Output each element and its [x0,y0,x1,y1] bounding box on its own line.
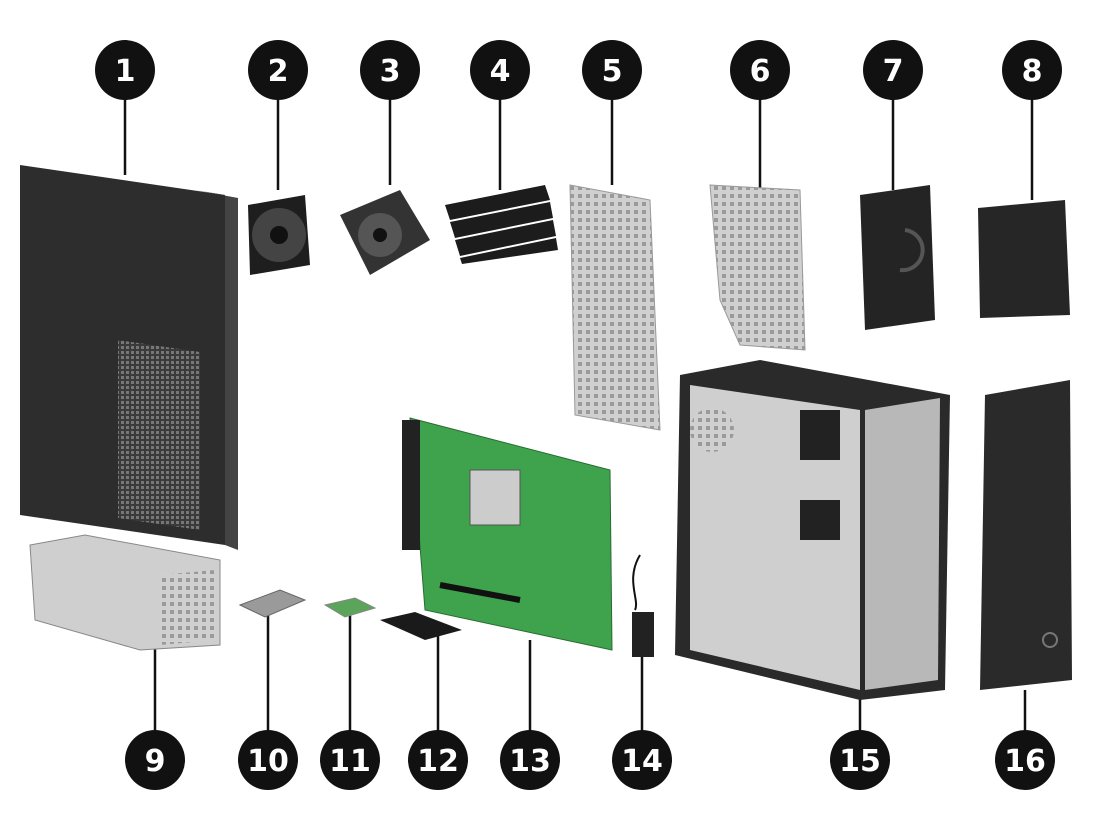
motherboard-part [402,417,613,651]
callout-circle [730,40,790,100]
leader-lines [123,90,1034,735]
callout-1: 1 [95,40,155,100]
side-panel-part [20,165,238,550]
processor-part [238,589,307,618]
callout-number: 16 [1004,744,1046,779]
callout-4: 4 [470,40,530,100]
speaker-part [632,554,654,657]
callout-12: 12 [408,730,468,790]
callout-number: 1 [115,54,136,89]
callout-14: 14 [612,730,672,790]
callout-circle [995,730,1055,790]
callout-number: 2 [268,54,289,89]
callout-number: 6 [750,54,771,89]
solid-state-drive-part [978,200,1070,318]
callout-circle [125,730,185,790]
callout-number: 8 [1022,54,1043,89]
callout-number: 15 [839,744,881,779]
callout-16: 16 [995,730,1055,790]
callout-number: 11 [329,744,371,779]
callout-2: 2 [248,40,308,100]
callout-5: 5 [582,40,642,100]
callout-13: 13 [500,730,560,790]
callout-3: 3 [360,40,420,100]
wlan-module-part [323,597,377,618]
callout-circle [830,730,890,790]
callout-7: 7 [863,40,923,100]
callout-10: 10 [238,730,298,790]
callout-number: 4 [490,54,511,89]
callout-number: 12 [417,744,459,779]
callout-15: 15 [830,730,890,790]
chassis-part [675,360,950,700]
callout-number: 13 [509,744,551,779]
callout-number: 7 [883,54,904,89]
fan-part [248,195,310,275]
front-bezel-part [980,380,1072,690]
callout-circle [500,730,560,790]
callout-circle [863,40,923,100]
callout-circle [470,40,530,100]
callout-circle [320,730,380,790]
m2-ssd-part [380,612,462,640]
callout-11: 11 [320,730,380,790]
callout-circle [582,40,642,100]
callout-circle [612,730,672,790]
callout-6: 6 [730,40,790,100]
callout-number: 5 [602,54,623,89]
callout-circle [1002,40,1062,100]
drive-cage-part [709,184,806,351]
hard-drive-part [860,185,935,330]
callout-8: 8 [1002,40,1062,100]
callout-circle [248,40,308,100]
callout-number: 3 [380,54,401,89]
callout-circle [95,40,155,100]
memory-modules-part [445,185,558,264]
callout-number: 10 [247,744,289,779]
callout-circle [408,730,468,790]
power-supply-part [29,534,221,651]
cpu-cooler-part [340,190,430,275]
callout-number: 9 [145,744,166,779]
drive-bracket-part [569,184,661,431]
callout-number: 14 [621,744,663,779]
callout-circle [238,730,298,790]
callout-9: 9 [125,730,185,790]
callout-circle [360,40,420,100]
